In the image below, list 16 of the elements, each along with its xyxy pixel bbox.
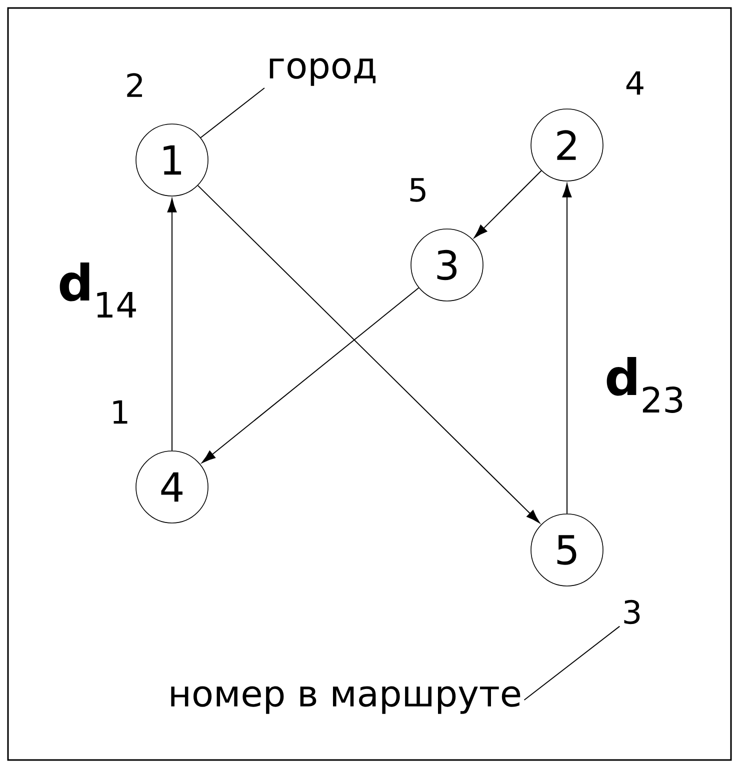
order-number: 5 xyxy=(410,178,426,202)
order-number: 4 xyxy=(626,71,644,95)
order-number: 2 xyxy=(127,73,142,97)
edge-label: d$_{14}$ xyxy=(56,260,140,320)
leader-line xyxy=(524,626,620,700)
arrow xyxy=(562,183,572,514)
arrow xyxy=(202,287,420,464)
annotation-text: номер в маршруте xyxy=(171,686,520,714)
edge-label: d$_{23}$ xyxy=(602,355,688,415)
order-number: 3 xyxy=(624,600,640,624)
arrow xyxy=(167,198,177,452)
annotation-text: город xyxy=(270,58,376,86)
leader-line xyxy=(200,88,265,138)
arrow xyxy=(197,185,540,524)
arrow xyxy=(474,170,542,238)
order-number: 1 xyxy=(113,400,128,424)
